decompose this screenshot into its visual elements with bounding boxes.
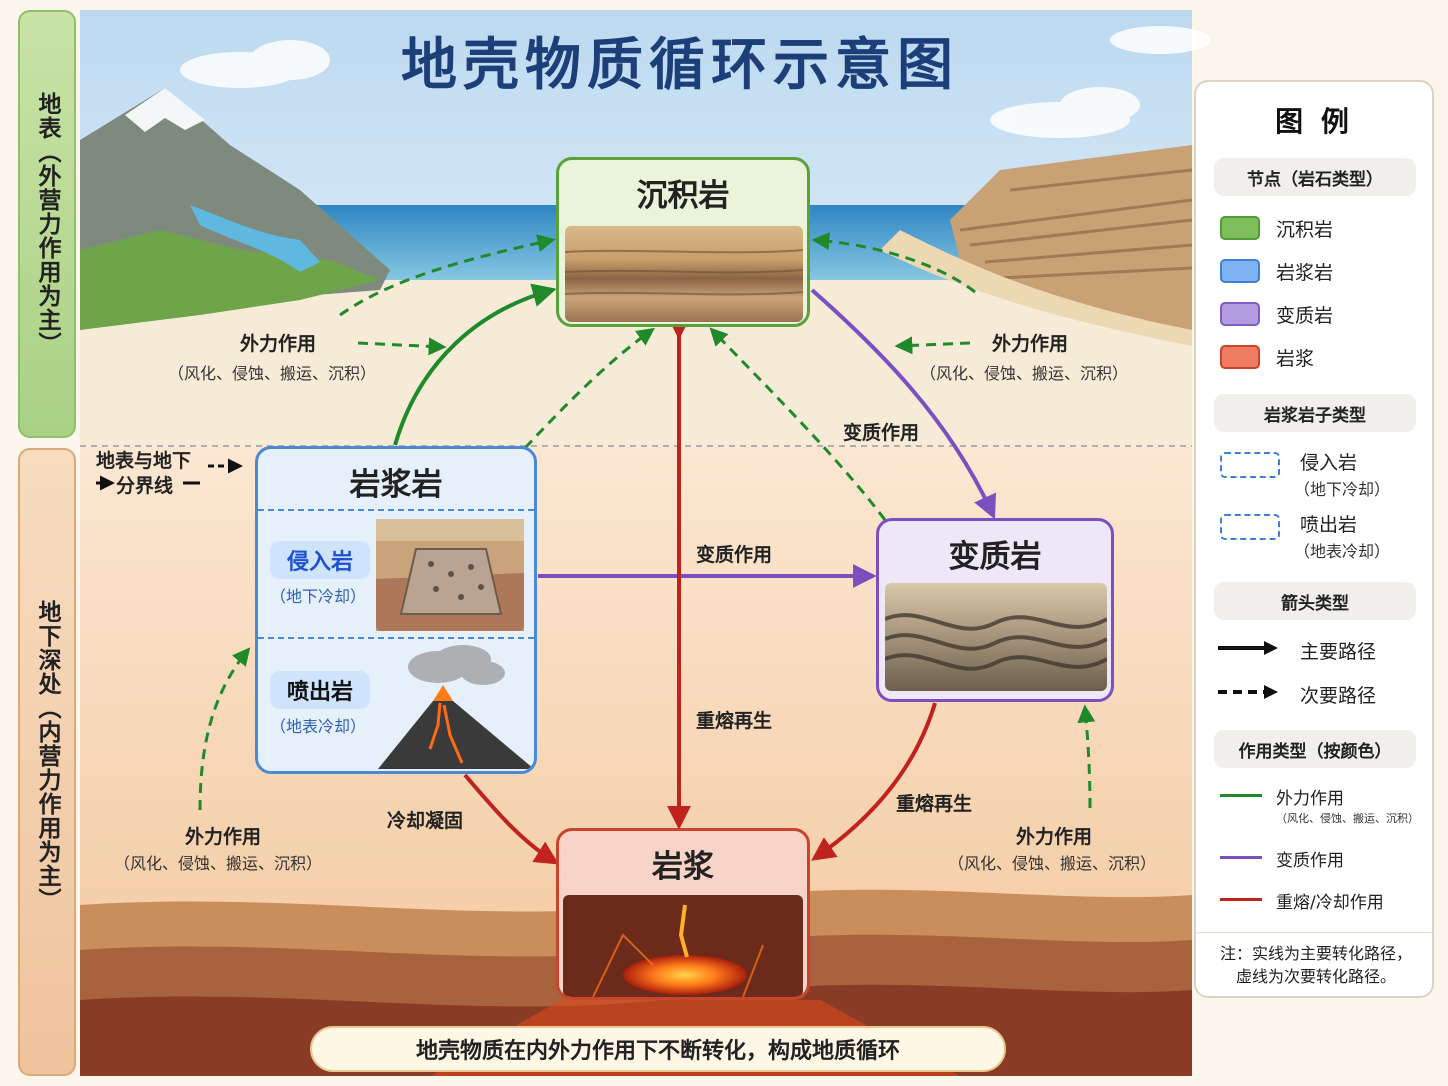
legend-subtype-intrusive: 侵入岩 <box>1300 452 1358 474</box>
node-magma: 岩浆 <box>556 828 810 1000</box>
legend-arrow-primary: 主要路径 <box>1300 641 1377 663</box>
label-metamorphism-middle: 变质作用 <box>696 544 773 566</box>
legend-node-sedimentary: 沉积岩 <box>1276 219 1334 241</box>
legend-line-magmatic <box>1220 898 1262 901</box>
legend-node-metamorphic: 变质岩 <box>1276 305 1334 327</box>
legend-solid-arrow-icon <box>1218 641 1278 655</box>
surface-label-text: 地表（外营力作用为主） <box>34 92 60 356</box>
sedimentary-rock-illustration <box>565 226 803 322</box>
extrusive-rock-label: 喷出岩 <box>270 671 370 709</box>
label-external-force-lower-right: 外力作用 <box>1016 826 1093 848</box>
legend-process-magmatic: 重熔/冷却作用 <box>1276 893 1384 913</box>
underground-label-text: 地下深处（内营力作用为主） <box>34 600 60 912</box>
legend-line-external <box>1220 794 1262 797</box>
legend-node-magma: 岩浆 <box>1276 348 1315 370</box>
label-external-force-lower-left: 外力作用 <box>185 826 262 848</box>
extrusive-rock-note: （地表冷却） <box>270 717 367 736</box>
magma-illustration <box>563 895 803 997</box>
node-igneous: 岩浆岩 侵入岩 （地下冷却） 喷出岩 （地表冷却） <box>255 446 537 774</box>
metamorphic-rock-illustration <box>885 583 1107 691</box>
igneous-divider-middle <box>258 637 534 639</box>
legend-subtype-extrusive: 喷出岩 <box>1300 514 1358 536</box>
label-remelting-right: 重熔再生 <box>896 793 973 815</box>
intrusive-rock-label: 侵入岩 <box>270 541 370 579</box>
node-sedimentary-title: 沉积岩 <box>636 178 730 214</box>
node-sedimentary: 沉积岩 <box>556 157 810 327</box>
intrusive-rock-note: （地下冷却） <box>270 587 367 606</box>
legend-title: 图 例 <box>1275 105 1353 138</box>
label-external-detail-left: （风化、侵蚀、搬运、沉积） <box>168 364 377 383</box>
footer-caption: 地壳物质在内外力作用下不断转化，构成地质循环 <box>310 1026 1006 1072</box>
legend-swatch-metamorphic <box>1220 302 1260 326</box>
legend-process-external-note: （风化、侵蚀、搬运、沉积） <box>1276 812 1419 825</box>
legend-swatch-sedimentary <box>1220 216 1260 240</box>
legend-swatch-extrusive <box>1220 514 1280 540</box>
label-external-detail-lower-right: （风化、侵蚀、搬运、沉积） <box>948 854 1157 873</box>
legend-line-metamorphic <box>1220 856 1262 859</box>
legend-subtype-extrusive-note: （地表冷却） <box>1294 542 1391 561</box>
label-external-detail-lower-left: （风化、侵蚀、搬运、沉积） <box>114 854 323 873</box>
legend-note: 注：实线为主要转化路径，虚线为次要转化路径。 <box>1219 944 1412 986</box>
legend-subtype-head: 岩浆岩子类型 <box>1214 394 1416 432</box>
legend-nodes-head: 节点（岩石类型） <box>1214 158 1416 196</box>
legend-node-igneous: 岩浆岩 <box>1276 262 1334 284</box>
label-external-force-left: 外力作用 <box>240 333 317 355</box>
legend-swatch-magma <box>1220 345 1260 369</box>
legend-subtype-intrusive-note: （地下冷却） <box>1294 480 1391 499</box>
legend-divider <box>1196 932 1432 933</box>
legend-dashed-arrow-icon <box>1218 685 1278 699</box>
label-cooling: 冷却凝固 <box>387 810 464 832</box>
legend-arrow-secondary: 次要路径 <box>1300 685 1377 707</box>
boundary-label-line1: 地表与地下 <box>96 450 192 472</box>
surface-side-label: 地表（外营力作用为主） <box>18 10 76 438</box>
node-metamorphic: 变质岩 <box>876 518 1114 702</box>
legend-swatch-igneous <box>1220 259 1260 283</box>
node-magma-title: 岩浆 <box>652 849 714 885</box>
label-metamorphism-upper: 变质作用 <box>843 422 920 444</box>
legend-process-head: 作用类型（按颜色） <box>1214 730 1416 768</box>
volcano-illustration <box>378 645 534 769</box>
intrusive-rock-illustration <box>376 519 524 631</box>
label-external-force-right: 外力作用 <box>992 333 1069 355</box>
diagram-title: 地壳物质循环示意图 <box>401 33 959 98</box>
node-igneous-title: 岩浆岩 <box>349 467 443 503</box>
underground-side-label: 地下深处（内营力作用为主） <box>18 448 76 1076</box>
legend-arrow-head: 箭头类型 <box>1214 582 1416 620</box>
legend-panel: 图 例 节点（岩石类型） 沉积岩 岩浆岩 变质岩 岩浆 岩浆岩子类型 侵入岩 （… <box>1194 80 1434 998</box>
legend-swatch-intrusive <box>1220 452 1280 478</box>
node-metamorphic-title: 变质岩 <box>948 539 1042 575</box>
label-remelting-center: 重熔再生 <box>696 710 773 732</box>
label-external-detail-right: （风化、侵蚀、搬运、沉积） <box>920 364 1129 383</box>
legend-process-metamorphic: 变质作用 <box>1276 851 1344 871</box>
igneous-divider-top <box>258 509 534 511</box>
legend-process-external: 外力作用 <box>1276 789 1344 809</box>
boundary-label-line2: 分界线 <box>116 475 174 497</box>
